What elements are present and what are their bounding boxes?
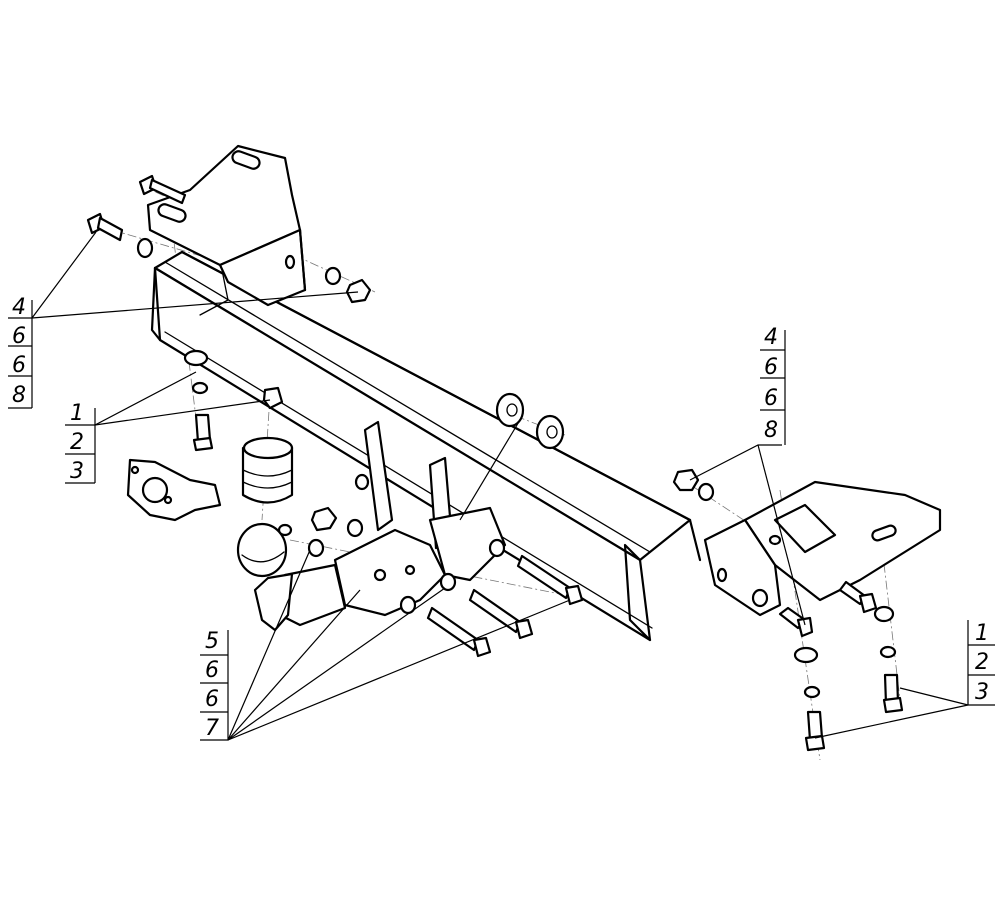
- washer-1-left: [183, 349, 209, 367]
- bolt-right-horizontal: [838, 580, 878, 614]
- cross-beam: [150, 250, 702, 642]
- washer-center-6: [354, 473, 370, 491]
- callout-left-top-8: 8: [12, 383, 26, 408]
- ball-mount-plate: [333, 420, 507, 617]
- callout-left-top-4: 4: [12, 295, 26, 320]
- washer-center-1: [346, 518, 364, 538]
- bolt-right-upper: [778, 606, 814, 638]
- bolt-left-upper: [138, 174, 187, 205]
- nut-center-1: [310, 506, 338, 532]
- spring-washer-2-right: [879, 645, 897, 659]
- bolt-center-2: [468, 588, 534, 640]
- callout-bottom-left: 5 6 6 7: [200, 629, 229, 741]
- left-vertical-fasteners: [183, 349, 284, 452]
- nut-left-under-beam: [262, 386, 284, 410]
- washer-1-right: [793, 646, 819, 664]
- left-bracket: [146, 144, 307, 316]
- right-bracket: [703, 480, 942, 617]
- spring-washer-2b-right: [803, 685, 821, 699]
- washer-right-1: [697, 482, 715, 502]
- left-top-bolts: [86, 174, 372, 304]
- washer-left-2: [324, 266, 342, 286]
- nut-left-top: [345, 278, 372, 304]
- callout-right-bottom: 1 2 3: [967, 620, 995, 705]
- socket-bracket: [126, 458, 222, 522]
- bolt-center-1: [516, 554, 584, 606]
- washer-center-2: [307, 538, 325, 558]
- callout-right-bottom-3: 3: [975, 680, 989, 705]
- bolt-3-right-a: [882, 673, 904, 714]
- washer-center-5: [399, 595, 417, 615]
- callout-right-top-6a: 6: [764, 355, 778, 380]
- callout-right-top-8: 8: [764, 418, 778, 443]
- callout-left-mid-3: 3: [70, 459, 84, 484]
- callout-left-mid: 1 2 3: [65, 401, 96, 484]
- callout-bottom-left-6b: 6: [205, 687, 219, 712]
- washer-right-2: [751, 588, 769, 608]
- callout-right-bottom-1: 1: [975, 621, 989, 646]
- washer-right-3: [873, 605, 895, 623]
- center-fasteners: [307, 473, 584, 658]
- bolt-center-3: [426, 606, 492, 658]
- callout-right-top-6b: 6: [764, 386, 778, 411]
- bolt-left-lower: [86, 212, 124, 242]
- callout-right-bottom-2: 2: [975, 650, 989, 675]
- right-fasteners: [672, 468, 904, 752]
- callout-bottom-left-5: 5: [205, 629, 219, 654]
- tow-ball: [236, 522, 347, 632]
- nut-right-top: [672, 468, 700, 492]
- bushings: [495, 392, 565, 450]
- callout-left-mid-1: 1: [70, 401, 84, 426]
- spring-washer-2-left: [191, 381, 209, 395]
- bolt-3-right-b: [804, 710, 826, 752]
- callout-left-top: 4 6 6 8: [8, 295, 33, 408]
- callout-right-top: 4 6 6 8: [760, 325, 786, 445]
- callout-left-mid-2: 2: [70, 430, 84, 455]
- callout-bottom-left-7: 7: [205, 716, 219, 741]
- washer-left-1: [136, 237, 154, 259]
- callout-left-top-6b: 6: [12, 353, 26, 378]
- ball-cover-cap: [241, 436, 294, 504]
- callout-right-top-4: 4: [764, 325, 778, 350]
- bolt-3-left: [192, 413, 214, 452]
- washer-center-3: [488, 538, 506, 558]
- callout-left-top-6a: 6: [12, 324, 26, 349]
- washer-center-4: [439, 572, 457, 592]
- callout-bottom-left-6a: 6: [205, 658, 219, 683]
